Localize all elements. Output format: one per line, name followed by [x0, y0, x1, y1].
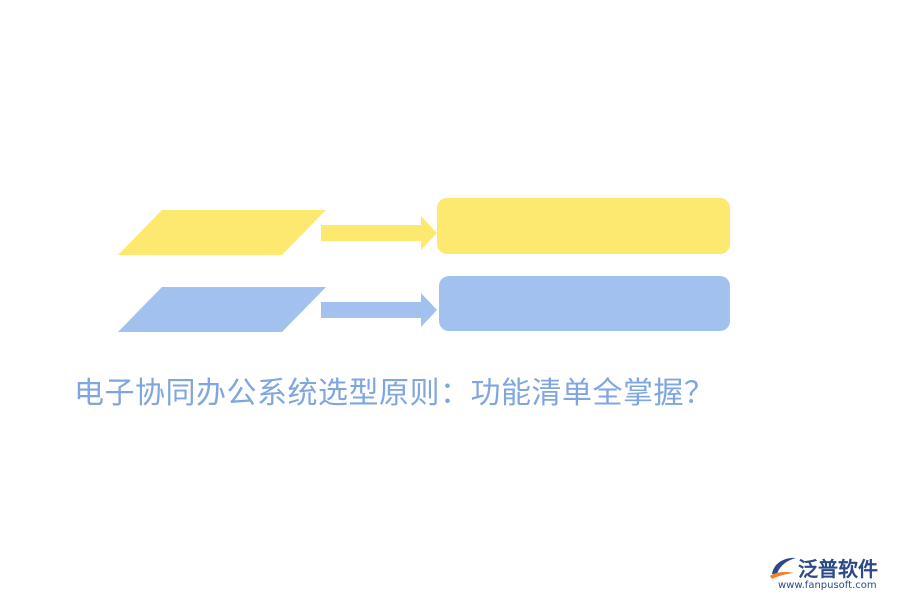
input-parallelogram-2 — [118, 287, 326, 332]
fanpu-logo-icon — [770, 557, 796, 579]
logo-brand-name: 泛普软件 — [798, 557, 878, 581]
flow-row-2 — [118, 276, 730, 332]
page-title: 电子协同办公系统选型原则：功能清单全掌握？ — [74, 376, 715, 411]
logo-url-text: www.fanpusoft.com — [778, 580, 877, 591]
arrow-1 — [321, 216, 437, 250]
flow-row-1 — [118, 198, 730, 255]
output-box-2 — [439, 276, 730, 331]
output-box-1 — [437, 198, 730, 254]
input-parallelogram-1 — [118, 210, 326, 255]
brand-logo[interactable]: 泛普软件 www.fanpusoft.com — [768, 552, 892, 596]
arrow-2 — [321, 293, 437, 327]
